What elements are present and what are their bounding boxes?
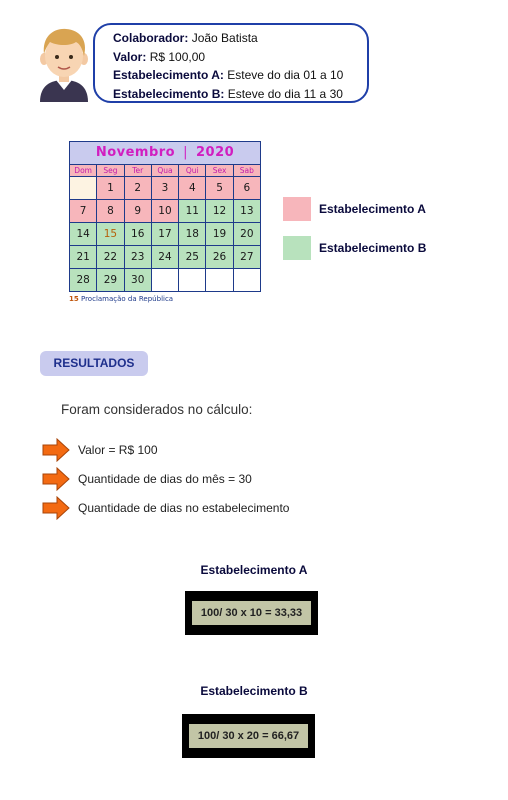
bullet-item: Quantidade de dias do mês = 30 [42, 467, 252, 491]
calendar-holiday-note: 15 Proclamação da República [69, 295, 261, 303]
calendar-day: 2 [124, 177, 152, 200]
calendar-day: 19 [206, 223, 234, 246]
collaborator-info-card: Colaborador: João Batista Valor: R$ 100,… [93, 23, 369, 103]
calendar-day: 3 [151, 177, 180, 200]
calendar-day: 18 [179, 223, 207, 246]
results-badge: RESULTADOS [40, 351, 148, 376]
result-est-b-box: 100/ 30 x 20 = 66,67 [182, 714, 315, 758]
result-est-a-formula: 100/ 30 x 10 = 33,33 [192, 601, 311, 625]
calendar-day: 12 [206, 200, 234, 223]
holiday-note-text: Proclamação da República [80, 295, 174, 303]
est-a-row: Estabelecimento A: Esteve do dia 01 a 10 [113, 66, 367, 85]
collaborator-value: João Batista [191, 31, 258, 45]
calendar-day: 22 [97, 246, 125, 269]
calendar-empty-cell [179, 269, 207, 292]
est-b-row: Estabelecimento B: Esteve do dia 11 a 30 [113, 85, 367, 104]
calendar-day: 21 [70, 246, 98, 269]
calendar-day: 14 [70, 223, 98, 246]
legend-label-est-a: Estabelecimento A [319, 202, 426, 216]
value-value: R$ 100,00 [149, 49, 206, 64]
bullet-item: Valor = R$ 100 [42, 438, 158, 462]
orange-arrow-right-icon [42, 496, 70, 520]
bullet-text: Quantidade de dias no estabelecimento [78, 501, 290, 515]
calendar-weekday-header: Dom [70, 165, 98, 177]
bullet-text: Valor = R$ 100 [78, 443, 158, 457]
bullet-text: Quantidade de dias do mês = 30 [78, 472, 252, 486]
result-est-a-box: 100/ 30 x 10 = 33,33 [185, 591, 318, 635]
legend-swatch-est-a [283, 197, 311, 221]
result-est-b-formula: 100/ 30 x 20 = 66,67 [189, 724, 308, 748]
calendar-weekday-header: Sab [233, 165, 261, 177]
calendar-day: 25 [179, 246, 207, 269]
person-avatar-icon [40, 28, 88, 102]
calendar-day: 8 [97, 200, 125, 223]
calendar-day: 10 [151, 200, 180, 223]
est-a-value: Esteve do dia 01 a 10 [227, 68, 344, 82]
calendar-day: 5 [206, 177, 234, 200]
legend-label-est-b: Estabelecimento B [319, 241, 427, 255]
calendar-day: 26 [206, 246, 234, 269]
orange-arrow-right-icon [42, 438, 70, 462]
calendar-day: 1 [97, 177, 125, 200]
calendar-empty-cell [70, 177, 98, 200]
calendar-day: 20 [233, 223, 261, 246]
calendar-day: 9 [124, 200, 152, 223]
calendar-day: 24 [151, 246, 180, 269]
legend-item-est-b: Estabelecimento B [283, 236, 426, 260]
value-label: Valor: [113, 49, 147, 64]
calendar-month: Novembro [95, 145, 176, 160]
calendar-day: 6 [233, 177, 261, 200]
collaborator-row: Colaborador: João Batista [113, 29, 367, 48]
holiday-note-number: 15 [69, 295, 79, 303]
calendar-day: 17 [151, 223, 180, 246]
result-est-b-title: Estabelecimento B [200, 684, 308, 698]
calendar-weekday-header: Qui [179, 165, 207, 177]
orange-arrow-right-icon [42, 467, 70, 491]
est-a-label: Estabelecimento A: [113, 68, 224, 82]
calendar-empty-cell [233, 269, 261, 292]
value-row: Valor: R$ 100,00 [113, 48, 367, 67]
legend-item-est-a: Estabelecimento A [283, 197, 426, 221]
legend-swatch-est-b [283, 236, 311, 260]
calendar-weekday-header: Ter [124, 165, 152, 177]
est-b-label: Estabelecimento B: [113, 86, 225, 101]
calendar-weekday-header: Qua [151, 165, 180, 177]
calendar-day: 4 [179, 177, 207, 200]
calendar-empty-cell [206, 269, 234, 292]
calendar-day: 11 [179, 200, 207, 223]
calendar-empty-cell [151, 269, 180, 292]
calendar-day: 30 [124, 269, 152, 292]
calendar-day: 16 [124, 223, 152, 246]
est-b-value: Esteve do dia 11 a 30 [227, 86, 343, 101]
calendar-weekday-header: Sex [206, 165, 234, 177]
calendar-year: 2020 [196, 145, 235, 160]
calendar-day: 13 [233, 200, 261, 223]
bullet-item: Quantidade de dias no estabelecimento [42, 496, 289, 520]
collaborator-label: Colaborador: [113, 31, 189, 45]
results-intro: Foram considerados no cálculo: [61, 402, 253, 417]
calendar-day: 7 [70, 200, 98, 223]
calendar-title-separator: | [183, 145, 188, 160]
calendar-weekday-header: Seg [97, 165, 125, 177]
calendar-title: Novembro | 2020 [69, 141, 261, 165]
result-est-a-title: Estabelecimento A [200, 563, 308, 577]
calendar-day: 29 [97, 269, 125, 292]
calendar-day: 23 [124, 246, 152, 269]
calendar-day: 28 [70, 269, 98, 292]
calendar-day: 27 [233, 246, 261, 269]
calendar-day: 15 [97, 223, 125, 246]
